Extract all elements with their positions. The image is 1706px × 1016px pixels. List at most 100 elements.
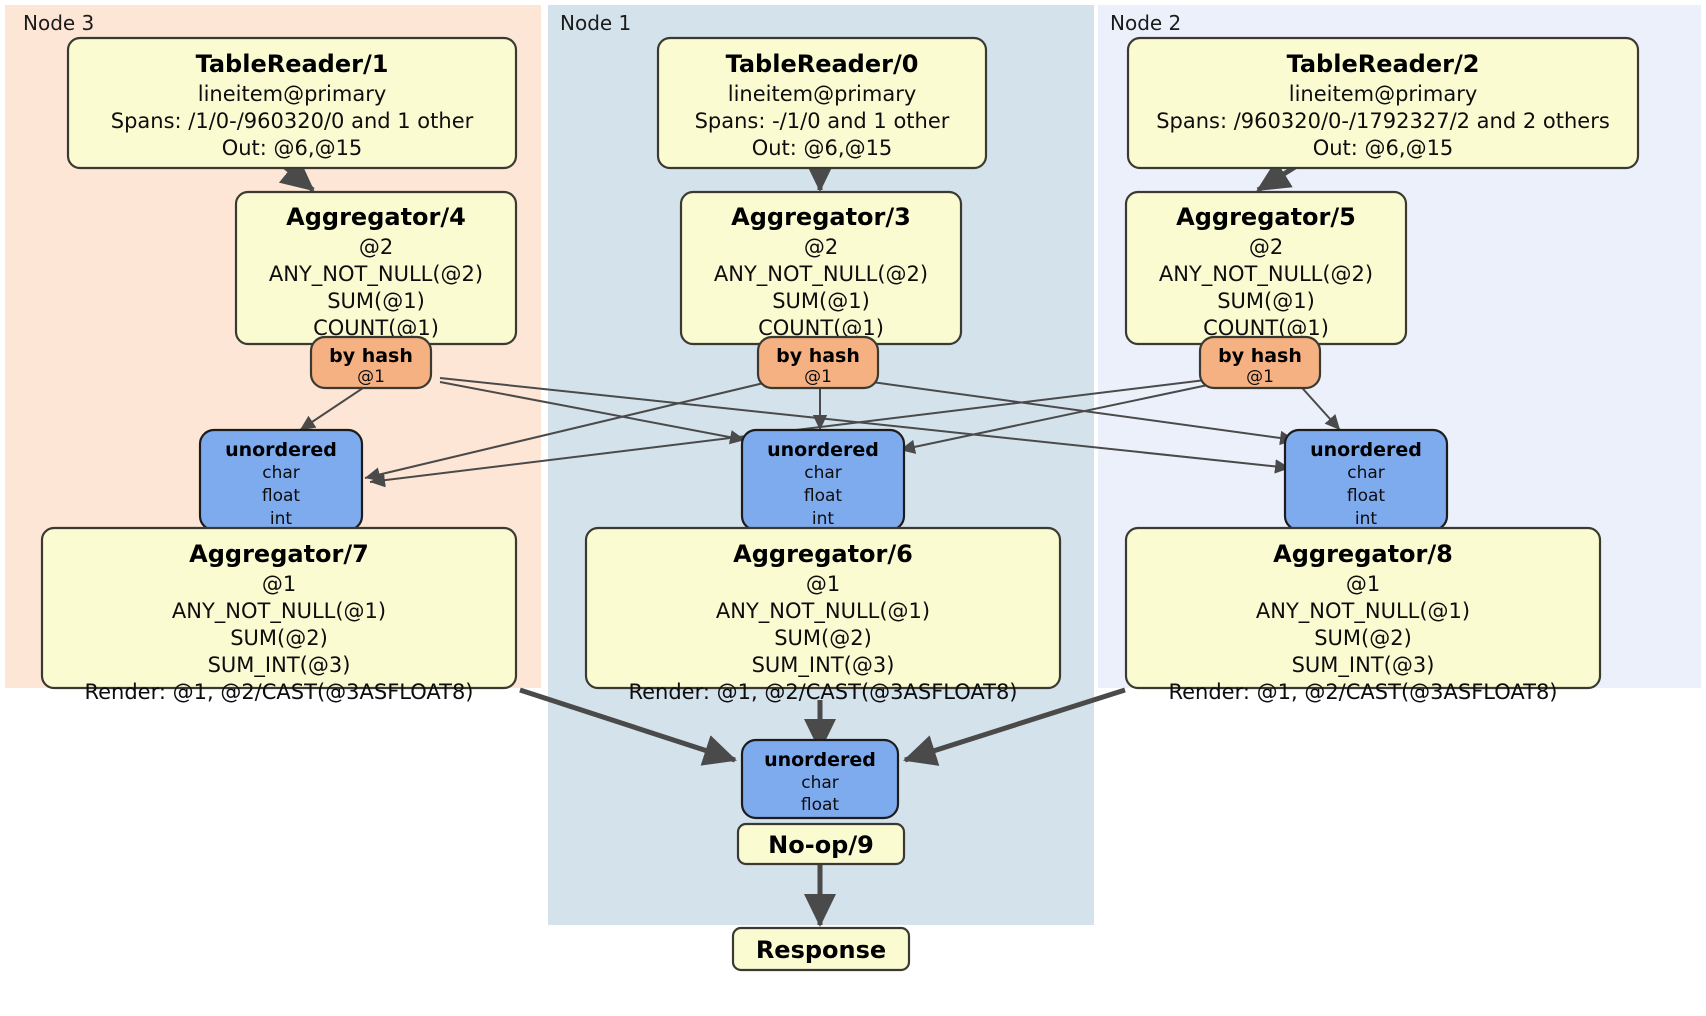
agg4-group: @2 xyxy=(359,235,393,259)
agg6-group: @1 xyxy=(806,572,840,596)
sync6-title: unordered xyxy=(767,439,879,461)
sync8-type-2: int xyxy=(1355,509,1377,529)
edge-hash3-to-sync7 xyxy=(364,381,769,482)
agg8-box[interactable] xyxy=(1124,526,1602,690)
input-sync-7[interactable]: unordered char float int xyxy=(198,428,364,532)
hash3-title: by hash xyxy=(776,345,860,367)
agg7-agg-0: ANY_NOT_NULL(@1) xyxy=(172,599,386,624)
agg6-title: Aggregator/6 xyxy=(733,540,913,568)
edge-hash4-to-sync8 xyxy=(439,377,1291,474)
agg5-title: Aggregator/5 xyxy=(1176,203,1356,231)
agg8-render: Render: @1, @2/CAST(@3ASFLOAT8) xyxy=(1168,680,1557,704)
tr2-title: TableReader/2 xyxy=(1287,50,1480,78)
agg7-box[interactable] xyxy=(40,526,518,690)
agg4-title: Aggregator/4 xyxy=(286,203,466,231)
noop9-title: No-op/9 xyxy=(768,831,874,859)
sync6-type-1: float xyxy=(804,486,843,506)
agg3-agg-0: ANY_NOT_NULL(@2) xyxy=(714,262,928,287)
tr2-box[interactable] xyxy=(1126,36,1640,170)
noop9-box[interactable] xyxy=(736,822,906,866)
hash5-key: @1 xyxy=(1246,367,1274,387)
agg6-render: Render: @1, @2/CAST(@3ASFLOAT8) xyxy=(628,680,1017,704)
agg5-agg-1: SUM(@1) xyxy=(1217,289,1315,313)
processor-tablereader-0[interactable]: TableReader/0 lineitem@primary Spans: -/… xyxy=(656,36,988,170)
output-router-hash-5[interactable]: by hash @1 xyxy=(1198,335,1322,390)
sync8-type-1: float xyxy=(1347,486,1386,506)
hash5-box[interactable] xyxy=(1198,335,1322,390)
sync7-title: unordered xyxy=(225,439,337,461)
input-sync-9[interactable]: unordered char float xyxy=(740,738,900,820)
agg3-group: @2 xyxy=(804,235,838,259)
hash3-key: @1 xyxy=(804,367,832,387)
agg6-box[interactable] xyxy=(584,526,1062,690)
sync9-box[interactable] xyxy=(740,738,900,820)
hash4-box[interactable] xyxy=(309,335,433,390)
node2-label: Node 2 xyxy=(1110,11,1181,35)
agg7-render: Render: @1, @2/CAST(@3ASFLOAT8) xyxy=(84,680,473,704)
tr1-title: TableReader/1 xyxy=(196,50,389,78)
processor-tablereader-1[interactable]: TableReader/1 lineitem@primary Spans: /1… xyxy=(66,36,518,170)
tr1-box[interactable] xyxy=(66,36,518,170)
tr0-box[interactable] xyxy=(656,36,988,170)
sync8-title: unordered xyxy=(1310,439,1422,461)
agg7-agg-2: SUM_INT(@3) xyxy=(208,653,351,678)
agg6-agg-2: SUM_INT(@3) xyxy=(752,653,895,678)
agg3-agg-1: SUM(@1) xyxy=(772,289,870,313)
processor-aggregator-4[interactable]: Aggregator/4 @2 ANY_NOT_NULL(@2) SUM(@1)… xyxy=(234,190,518,346)
agg8-agg-0: ANY_NOT_NULL(@1) xyxy=(1256,599,1470,624)
sync9-title: unordered xyxy=(764,749,876,771)
sync9-type-1: float xyxy=(801,795,840,815)
tr0-out: Out: @6,@15 xyxy=(752,136,893,160)
tr0-table: lineitem@primary xyxy=(728,82,917,106)
agg6-agg-1: SUM(@2) xyxy=(774,626,872,650)
tr1-spans: Spans: /1/0-/960320/0 and 1 other xyxy=(111,109,474,133)
agg3-title: Aggregator/3 xyxy=(731,203,911,231)
response-title: Response xyxy=(756,936,886,964)
edge-agg8-to-sync9 xyxy=(903,687,1126,766)
tr2-spans: Spans: /960320/0-/1792327/2 and 2 others xyxy=(1156,109,1610,133)
agg8-agg-1: SUM(@2) xyxy=(1314,626,1412,650)
processor-aggregator-7[interactable]: Aggregator/7 @1 ANY_NOT_NULL(@1) SUM(@2)… xyxy=(40,526,518,704)
sync6-type-2: int xyxy=(812,509,834,529)
sync7-type-1: float xyxy=(262,486,301,506)
processor-aggregator-6[interactable]: Aggregator/6 @1 ANY_NOT_NULL(@1) SUM(@2)… xyxy=(584,526,1062,704)
response-node[interactable]: Response xyxy=(731,926,911,972)
input-sync-8[interactable]: unordered char float int xyxy=(1283,428,1449,532)
tr1-out: Out: @6,@15 xyxy=(222,136,363,160)
agg7-group: @1 xyxy=(262,572,296,596)
agg8-agg-2: SUM_INT(@3) xyxy=(1292,653,1435,678)
processor-aggregator-3[interactable]: Aggregator/3 @2 ANY_NOT_NULL(@2) SUM(@1)… xyxy=(679,190,963,346)
agg7-agg-1: SUM(@2) xyxy=(230,626,328,650)
node1-label: Node 1 xyxy=(560,11,631,35)
sync6-type-0: char xyxy=(804,463,842,483)
processor-aggregator-8[interactable]: Aggregator/8 @1 ANY_NOT_NULL(@1) SUM(@2)… xyxy=(1124,526,1602,704)
edge-hash5-to-sync6 xyxy=(899,381,1223,454)
sync7-type-2: int xyxy=(270,509,292,529)
processor-tablereader-2[interactable]: TableReader/2 lineitem@primary Spans: /9… xyxy=(1126,36,1640,170)
edge-tr2-to-agg5 xyxy=(1256,160,1297,193)
tr2-out: Out: @6,@15 xyxy=(1313,136,1454,160)
sync9-type-0: char xyxy=(801,773,839,793)
agg6-agg-0: ANY_NOT_NULL(@1) xyxy=(716,599,930,624)
sync8-type-0: char xyxy=(1347,463,1385,483)
agg5-agg-0: ANY_NOT_NULL(@2) xyxy=(1159,262,1373,287)
agg8-group: @1 xyxy=(1346,572,1380,596)
agg8-title: Aggregator/8 xyxy=(1273,540,1453,568)
processor-aggregator-5[interactable]: Aggregator/5 @2 ANY_NOT_NULL(@2) SUM(@1)… xyxy=(1124,190,1408,346)
agg4-agg-1: SUM(@1) xyxy=(327,289,425,313)
node3-label: Node 3 xyxy=(23,11,94,35)
hash4-title: by hash xyxy=(329,345,413,367)
processor-noop-9[interactable]: No-op/9 xyxy=(736,822,906,866)
input-sync-6[interactable]: unordered char float int xyxy=(740,428,906,532)
agg4-agg-0: ANY_NOT_NULL(@2) xyxy=(269,262,483,287)
edge-hash4-to-sync6 xyxy=(439,381,746,445)
response-box[interactable] xyxy=(731,926,911,972)
hash4-key: @1 xyxy=(357,367,385,387)
output-router-hash-4[interactable]: by hash @1 xyxy=(309,335,433,390)
tr0-spans: Spans: -/1/0 and 1 other xyxy=(695,109,950,133)
tr2-table: lineitem@primary xyxy=(1289,82,1478,106)
output-router-hash-3[interactable]: by hash @1 xyxy=(756,335,880,390)
hash3-box[interactable] xyxy=(756,335,880,390)
